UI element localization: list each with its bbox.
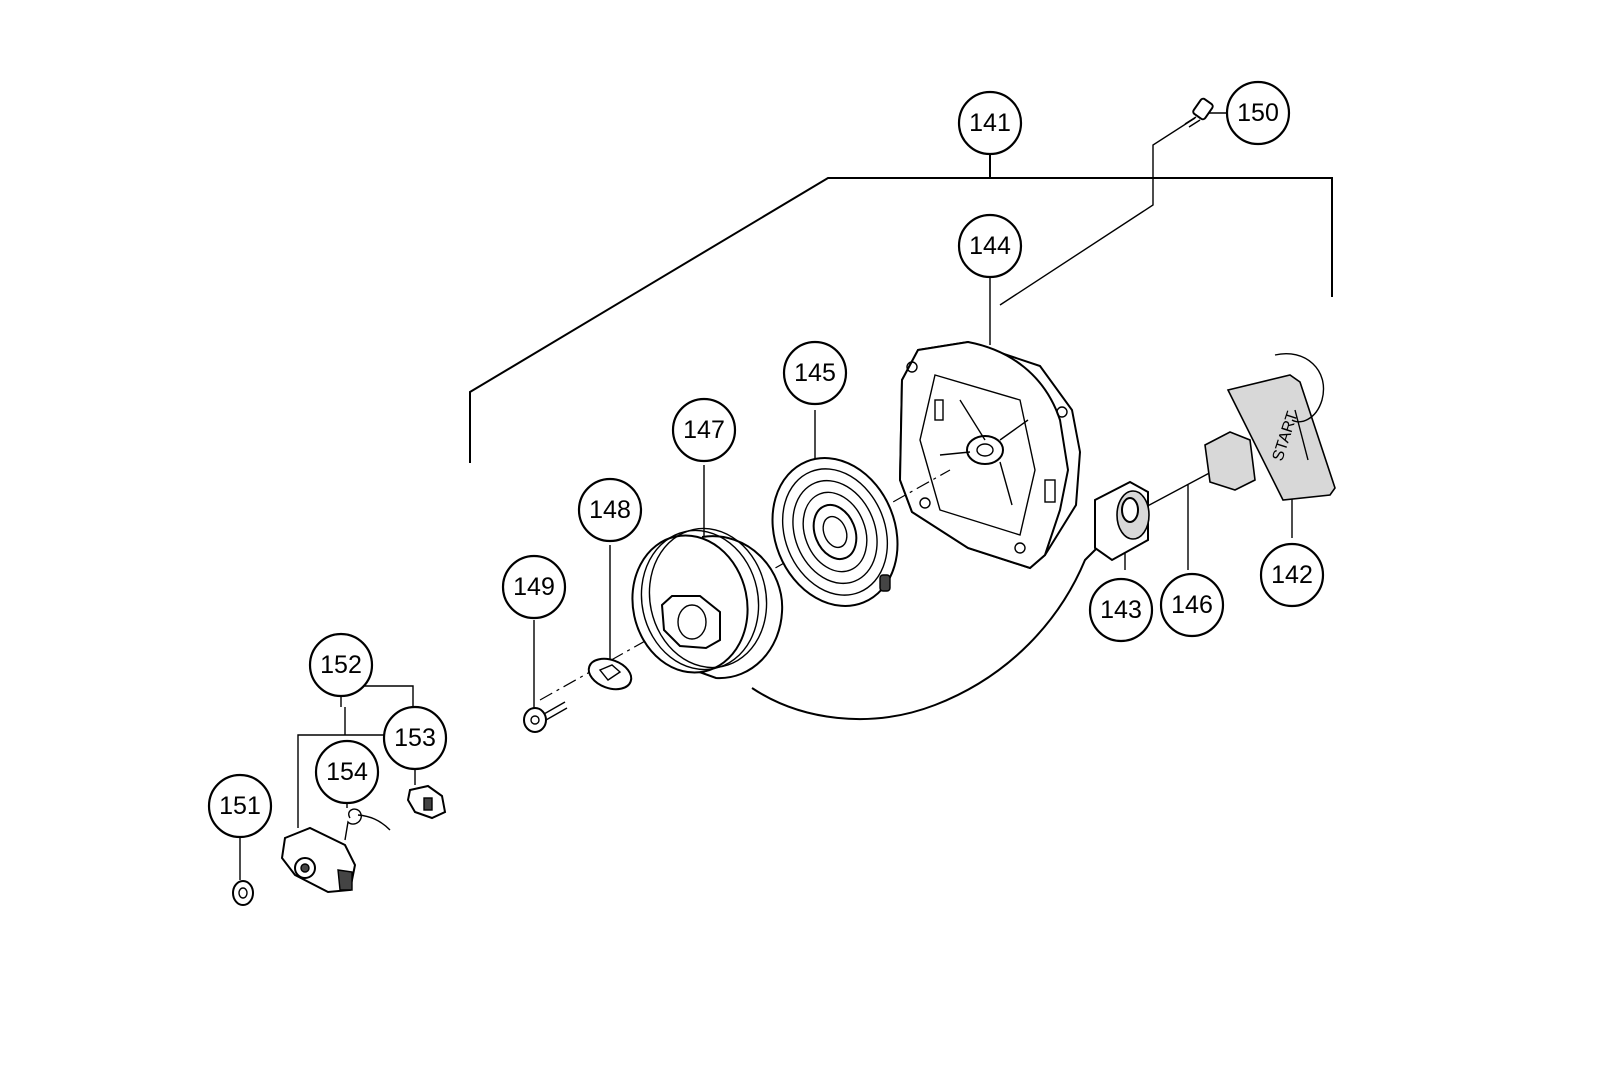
callout-153-label: 153: [394, 724, 436, 752]
washer-151: [232, 835, 254, 906]
callout-145: 145: [782, 340, 848, 406]
callout-142: 142: [1259, 542, 1325, 608]
callout-144: 144: [957, 213, 1023, 279]
callout-148: 148: [577, 477, 643, 543]
assembly-bracket-141: [469, 155, 1333, 463]
callout-146-label: 146: [1171, 591, 1213, 619]
rope-guide-143: [1094, 480, 1150, 570]
callout-152-label: 152: [320, 651, 362, 679]
callout-149: 149: [501, 554, 567, 620]
callout-149-label: 149: [513, 573, 555, 601]
recoil-spring-145: [771, 410, 899, 607]
ratchet-plate-148: [587, 545, 633, 691]
callout-143-label: 143: [1100, 596, 1142, 624]
callout-148-label: 148: [589, 496, 631, 524]
starter-handle-142: START: [1226, 353, 1336, 538]
callout-142-label: 142: [1271, 561, 1313, 589]
callout-145-label: 145: [794, 359, 836, 387]
rope-insert-146: [1187, 431, 1256, 570]
callout-147-label: 147: [683, 416, 725, 444]
callout-143: 143: [1088, 577, 1154, 643]
callout-154: 154: [314, 739, 380, 805]
ratchet-pawl-152: [280, 826, 357, 894]
callout-150-label: 150: [1237, 99, 1279, 127]
leader-150: [999, 112, 1226, 306]
callout-146: 146: [1159, 572, 1225, 638]
callout-152: 152: [308, 632, 374, 698]
screw-149: [523, 620, 568, 733]
callout-141-label: 141: [969, 109, 1011, 137]
callout-154-label: 154: [326, 758, 368, 786]
callout-151-label: 151: [219, 792, 261, 820]
callout-153: 153: [382, 705, 448, 771]
callout-147: 147: [671, 397, 737, 463]
rope-pulley-147: [631, 465, 784, 680]
callout-150: 150: [1225, 80, 1291, 146]
starter-housing-144: [898, 270, 1082, 570]
callout-144-label: 144: [969, 232, 1011, 260]
callout-141: 141: [957, 90, 1023, 156]
starter-rope: [751, 544, 1101, 721]
callout-151: 151: [207, 773, 273, 839]
bolt-150: [1184, 97, 1214, 128]
clip-153: [406, 760, 447, 820]
